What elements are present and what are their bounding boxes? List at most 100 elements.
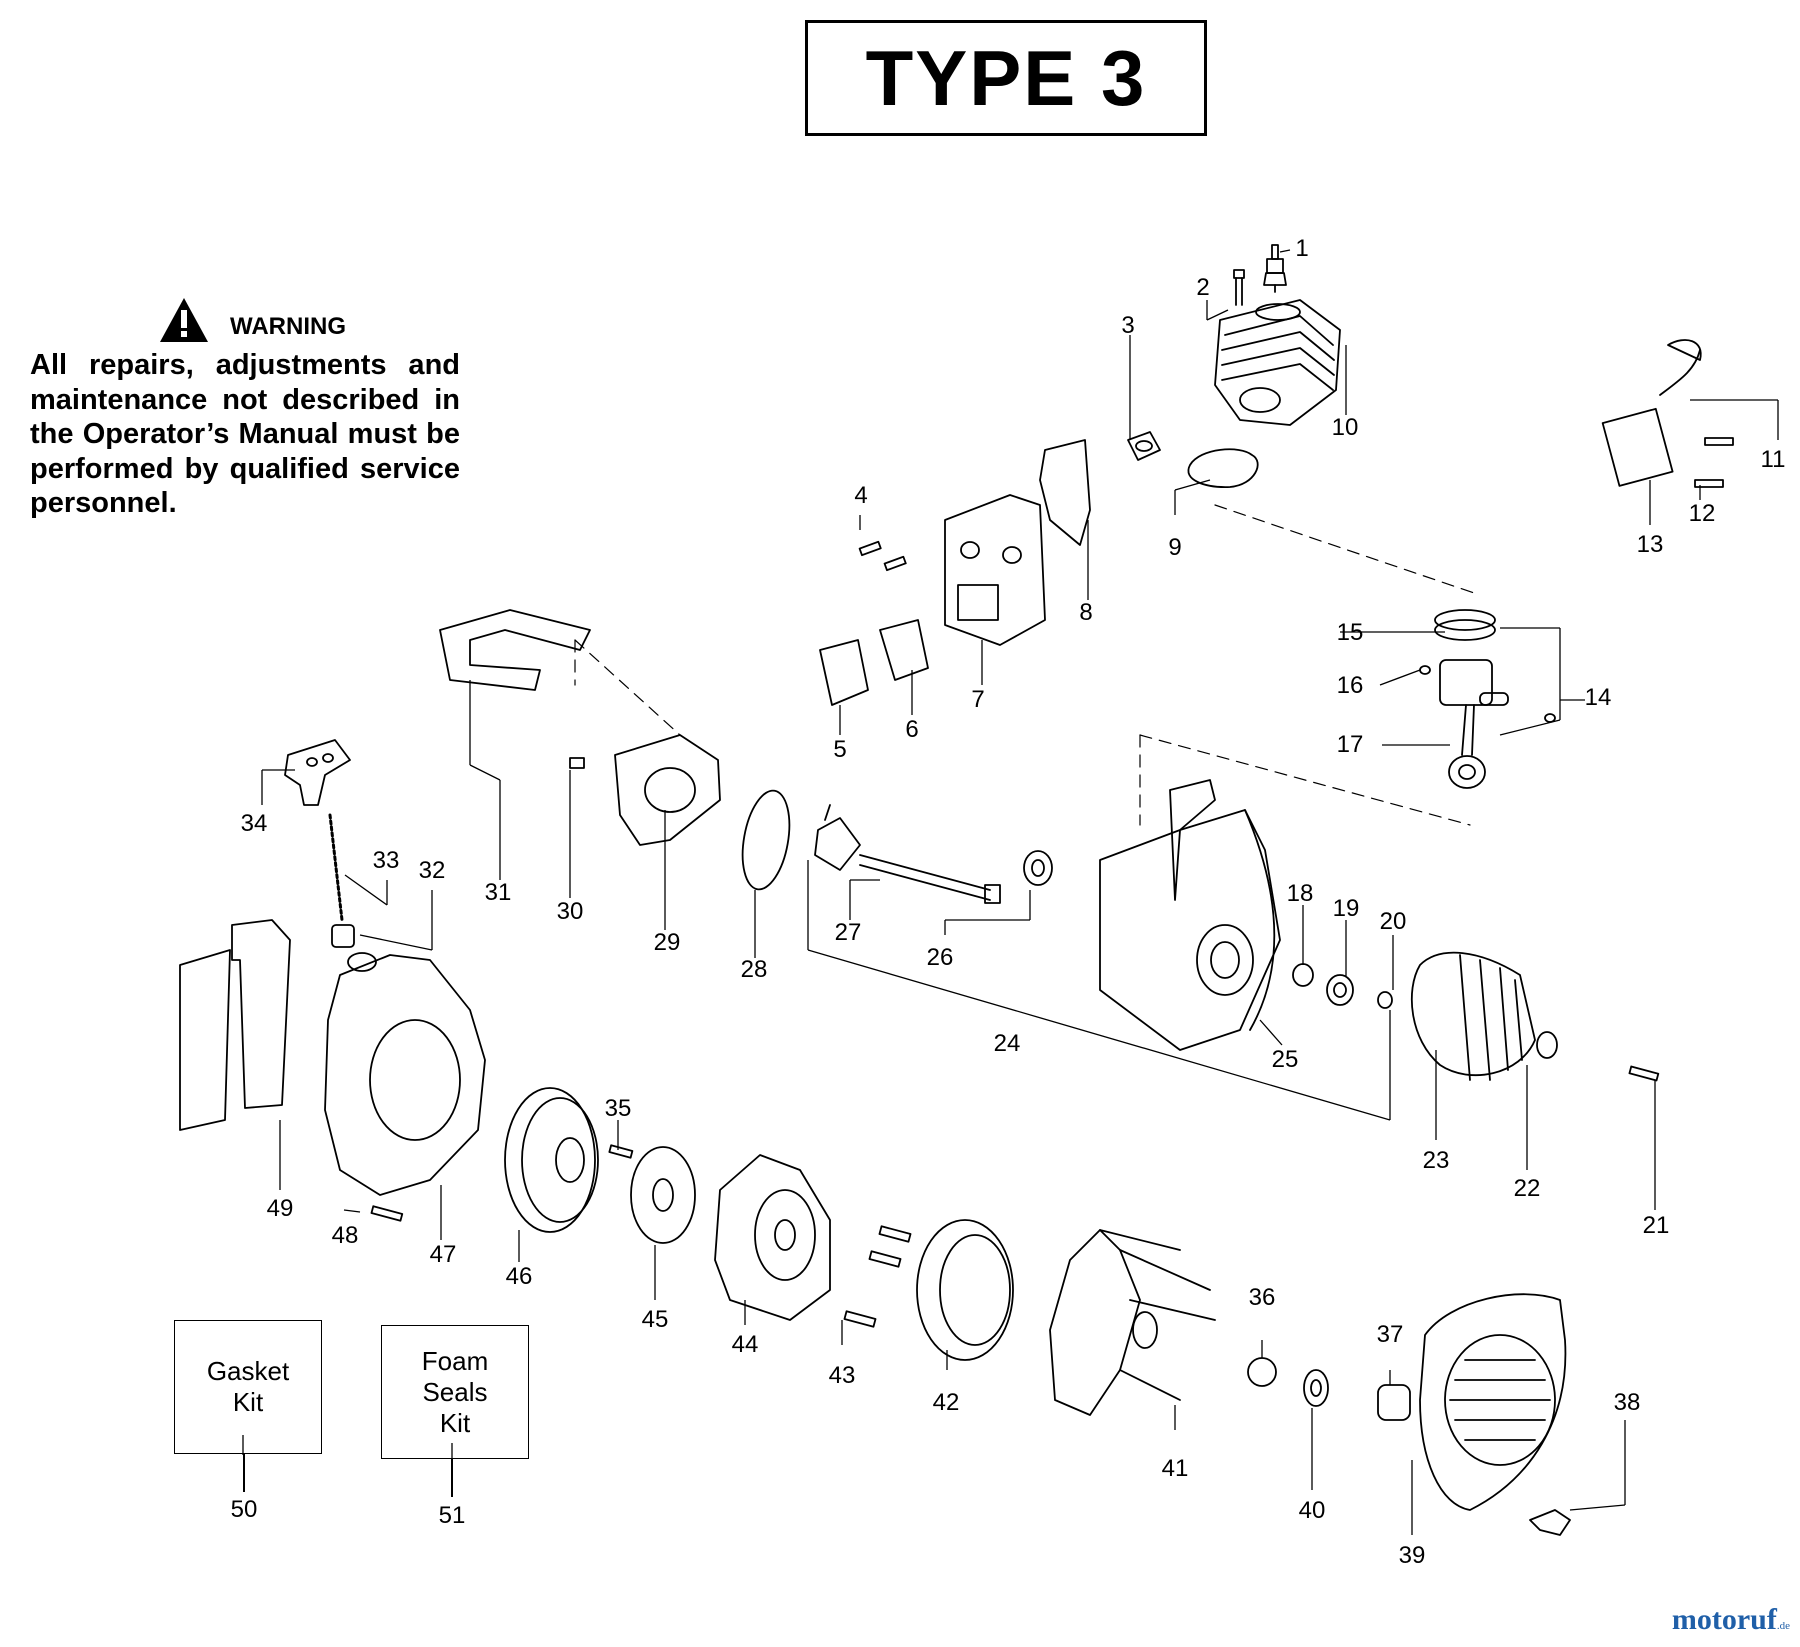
part-number: 38 <box>1614 1389 1641 1416</box>
part-number: 14 <box>1585 684 1612 711</box>
bearing-part <box>1326 974 1354 1006</box>
pin-part <box>1628 1065 1660 1082</box>
impeller-fan-part <box>1049 1229 1216 1416</box>
warning-heading: WARNING <box>230 313 346 340</box>
fan-retainer-part <box>916 1219 1014 1361</box>
part-number: 30 <box>557 898 584 925</box>
part-number: 23 <box>1423 1147 1450 1174</box>
starter-handle-part <box>284 739 355 948</box>
foam-kit-line1: Foam <box>421 1345 489 1376</box>
muffler-gasket-part <box>879 619 929 681</box>
heat-shield-part <box>1039 439 1091 546</box>
gasket-kit-leader <box>243 1454 245 1492</box>
starter-screws-part <box>843 1225 912 1328</box>
flywheel-part <box>1410 951 1536 1081</box>
fan-nut-part <box>1247 1357 1277 1387</box>
part-number: 16 <box>1337 672 1364 699</box>
base-gasket-part <box>1187 448 1259 488</box>
spark-plug-part <box>1263 244 1287 293</box>
part-number: 2 <box>1196 274 1209 301</box>
part-number: 5 <box>833 736 846 763</box>
crank-seal-part <box>1023 850 1053 886</box>
part-number: 46 <box>506 1263 533 1290</box>
part-number: 43 <box>829 1362 856 1389</box>
part-number: 8 <box>1079 599 1092 626</box>
gasket-kit-line2: Kit <box>232 1387 264 1417</box>
part-number: 11 <box>1761 446 1786 473</box>
brand-watermark: motoruf.de <box>1672 1603 1790 1637</box>
gasket-kit-box: Gasket Kit <box>174 1320 322 1454</box>
part-number: 42 <box>933 1389 960 1416</box>
part-number: 33 <box>373 847 400 874</box>
part-number: 50 <box>230 1496 258 1523</box>
part-number: 21 <box>1643 1212 1670 1239</box>
part-number: 32 <box>419 857 446 884</box>
intake-gasket-part <box>741 789 791 891</box>
bearing-part <box>1292 963 1314 987</box>
part-number: 1 <box>1295 235 1308 262</box>
gasket-kit-line1: Gasket <box>206 1356 290 1386</box>
intake-adapter-part <box>569 734 721 846</box>
part-number: 26 <box>927 944 954 971</box>
warning-text: All repairs, adjustments and maintenance… <box>30 349 460 519</box>
exhaust-gasket-part <box>1127 431 1161 461</box>
part-number: 3 <box>1121 312 1134 339</box>
brand-name: motoruf <box>1671 1603 1777 1636</box>
part-number: 40 <box>1299 1497 1326 1524</box>
part-number: 9 <box>1168 534 1181 561</box>
retaining-ring-part <box>1377 991 1393 1009</box>
starter-pulley-part <box>504 1087 599 1233</box>
muffler-part <box>944 494 1046 646</box>
part-number: 17 <box>1337 731 1364 758</box>
part-number: 13 <box>1637 531 1664 558</box>
part-number: 18 <box>1287 880 1314 907</box>
part-number: 49 <box>267 1195 294 1222</box>
foam-kit-leader <box>451 1459 453 1497</box>
crankcase-part <box>1099 779 1281 1051</box>
brand-tld: .de <box>1776 1620 1790 1632</box>
ignition-module-part <box>1601 339 1734 488</box>
blower-cover-part <box>1419 1293 1567 1511</box>
part-number: 15 <box>1337 619 1364 646</box>
part-number: 19 <box>1333 895 1360 922</box>
type-box: TYPE 3 <box>805 20 1207 136</box>
part-number: 34 <box>241 810 268 837</box>
foam-kit-line3: Kit <box>439 1407 471 1438</box>
part-number: 36 <box>1249 1284 1276 1311</box>
part-number: 31 <box>485 879 512 906</box>
part-number: 7 <box>971 686 984 713</box>
pulley-screw-part <box>608 1144 634 1159</box>
part-number: 24 <box>994 1030 1021 1057</box>
housing-screw-part <box>370 1205 404 1222</box>
part-number: 35 <box>605 1095 632 1122</box>
part-number: 20 <box>1380 908 1407 935</box>
foam-seals-kit-box: Foam Seals Kit <box>381 1325 529 1459</box>
warning-header: WARNING <box>158 292 460 348</box>
part-number: 39 <box>1399 1542 1426 1569</box>
part-number: 27 <box>835 919 862 946</box>
foam-kit-line2: Seals <box>422 1376 488 1407</box>
muffler-screws-part <box>858 540 907 572</box>
warning-triangle-icon <box>160 298 208 342</box>
part-number: 45 <box>642 1306 669 1333</box>
cover-latch-part <box>1529 1509 1571 1536</box>
part-number: 22 <box>1514 1175 1541 1202</box>
flywheel-washer-part <box>1536 1031 1558 1059</box>
part-number: 6 <box>905 716 918 743</box>
part-number: 44 <box>732 1331 759 1358</box>
part-number: 37 <box>1377 1321 1404 1348</box>
diagram-title: TYPE 3 <box>865 33 1147 122</box>
part-number: 29 <box>654 929 681 956</box>
starter-housing-part <box>714 1154 831 1321</box>
spacer-part <box>1377 1384 1411 1421</box>
part-number: 25 <box>1272 1046 1299 1073</box>
part-number: 41 <box>1162 1455 1189 1482</box>
warning-block: WARNING All repairs, adjustments and mai… <box>30 292 460 521</box>
part-number: 4 <box>854 482 867 509</box>
piston-ring-part <box>1434 609 1496 631</box>
cylinder-part <box>1214 299 1341 426</box>
muffler-cover-part <box>819 639 869 706</box>
part-number: 28 <box>741 956 768 983</box>
fan-washer-part <box>1303 1369 1329 1407</box>
